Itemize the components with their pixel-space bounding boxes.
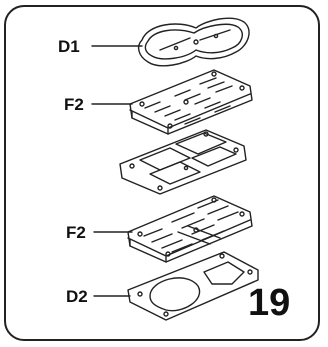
valve-plate-f2-bottom	[127, 195, 253, 263]
label-f2-bottom: F2	[66, 223, 86, 242]
gasket-d1	[137, 17, 250, 67]
diagram-frame	[4, 5, 320, 341]
label-d1: D1	[58, 37, 80, 56]
page-number: 19	[248, 282, 291, 324]
valve-plate-f2-top	[129, 69, 253, 135]
label-f2-top: F2	[64, 95, 84, 114]
intermediate-gasket	[119, 129, 247, 195]
label-d2: D2	[66, 287, 88, 306]
gasket-d2	[127, 251, 259, 321]
